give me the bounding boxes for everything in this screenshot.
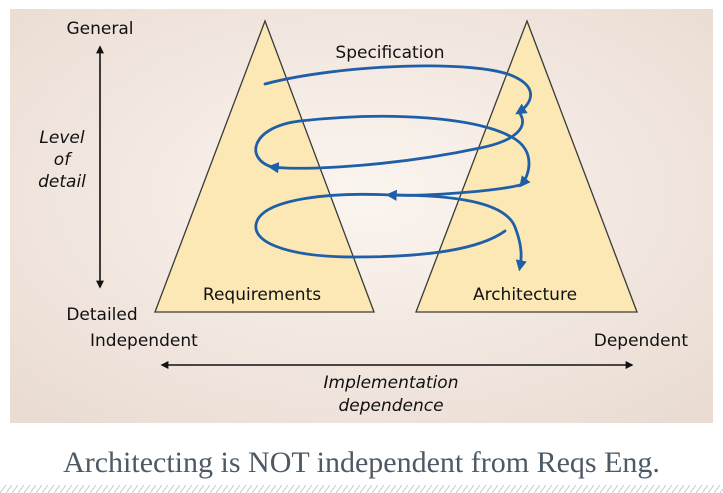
implementation-label: Implementation <box>324 373 459 393</box>
diagram-background <box>10 9 713 423</box>
independent-label: Independent <box>90 331 198 351</box>
requirements-triangle <box>154 19 375 313</box>
architecture-label: Architecture <box>473 285 577 305</box>
spiral-arrow-1 <box>263 64 532 115</box>
twin-peaks-diagram: General Level of detail Detailed Specifi… <box>10 9 713 423</box>
spiral-arrow-3 <box>254 114 531 188</box>
general-label: General <box>67 19 134 39</box>
requirements-label: Requirements <box>203 285 321 305</box>
spiral-arrow-2 <box>267 110 524 174</box>
spiral-arrow-5 <box>388 193 527 272</box>
spiral-loop-lower <box>254 192 507 259</box>
detail-label: detail <box>38 172 86 192</box>
decorative-hatch-border <box>0 485 723 493</box>
specification-spiral <box>254 64 532 272</box>
specification-label: Specification <box>335 43 444 63</box>
dependent-label: Dependent <box>594 331 689 351</box>
dependence-label: dependence <box>338 396 443 416</box>
of-label: of <box>54 150 73 170</box>
level-label: Level <box>39 128 84 148</box>
architecture-triangle <box>415 19 638 313</box>
slide-caption: Architecting is NOT independent from Req… <box>63 446 660 479</box>
detailed-label: Detailed <box>66 305 137 325</box>
